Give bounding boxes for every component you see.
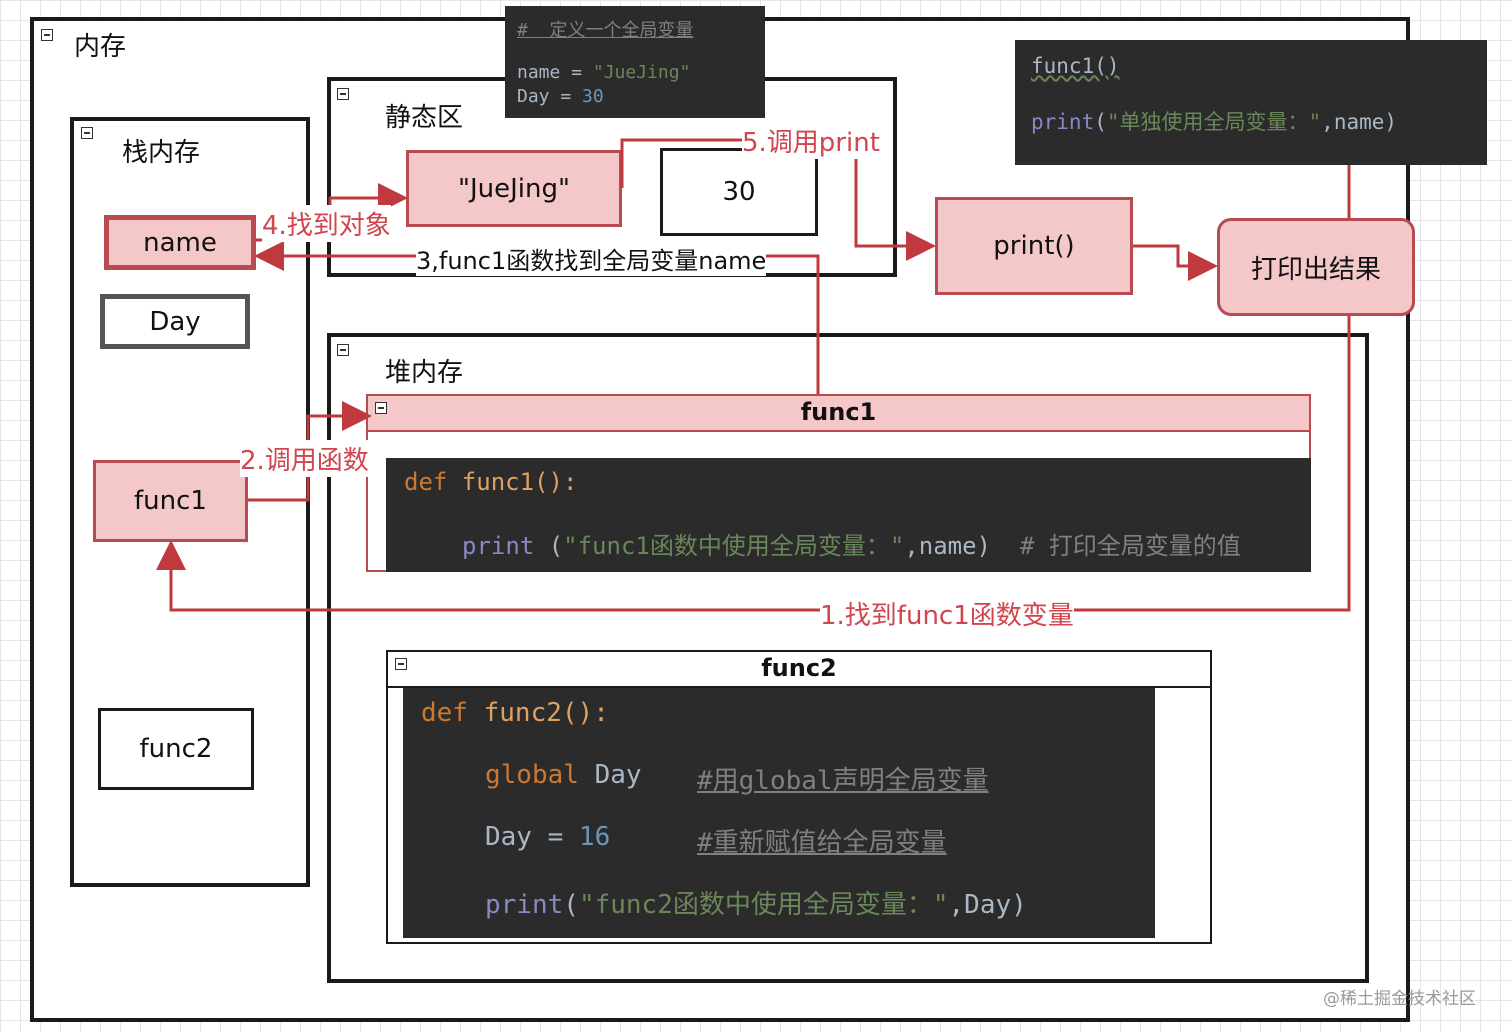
code-token: "func1函数中使用全局变量：" xyxy=(563,532,905,560)
arrow-step1 xyxy=(156,316,1351,612)
code-token: func1(): xyxy=(447,468,578,496)
code-line: print("func2函数中使用全局变量：",Day) xyxy=(485,884,1027,921)
code-token: print xyxy=(1031,110,1095,134)
stack-item-func2[interactable]: func2 xyxy=(98,708,254,790)
heap-title: 堆内存 xyxy=(385,358,464,388)
stack-item-func1[interactable]: func1 xyxy=(93,460,248,542)
code-comment: #重新赋值给全局变量 xyxy=(697,828,947,858)
code-token: Day xyxy=(517,86,550,107)
stack-title: 栈内存 xyxy=(122,138,201,168)
code-token: ( xyxy=(534,532,564,560)
code-token: print xyxy=(485,890,564,920)
stack-item-name[interactable]: name xyxy=(104,215,256,270)
step2-label: 2.调用函数 xyxy=(240,440,369,477)
step1-label: 1.找到func1函数变量 xyxy=(820,595,1074,632)
code-token: # 打印全局变量的值 xyxy=(991,532,1241,560)
func1-heap-title: func1 xyxy=(800,398,877,426)
collapse-icon[interactable] xyxy=(337,344,349,356)
code-line: print("单独使用全局变量：",name) xyxy=(1031,106,1397,136)
code-token: 30 xyxy=(582,86,604,107)
code-token: ( xyxy=(1094,110,1107,134)
collapse-icon[interactable] xyxy=(81,127,93,139)
func2-heap-title: func2 xyxy=(761,654,837,682)
code-line: name = "JueJing" xyxy=(517,62,690,83)
memory-title: 内存 xyxy=(74,32,127,62)
global-definition-code: # 定义一个全局变量 name = "JueJing" Day = 30 xyxy=(505,6,765,118)
collapse-icon[interactable] xyxy=(395,658,407,670)
code-line: print ("func1函数中使用全局变量：",name) # 打印全局变量的… xyxy=(462,526,1241,561)
static-value-thirty[interactable]: 30 xyxy=(660,148,818,236)
code-token: = xyxy=(531,822,579,852)
func2-heap-header xyxy=(386,650,1212,688)
stack-item-day[interactable]: Day xyxy=(100,294,250,349)
print-node[interactable]: print() xyxy=(935,197,1133,295)
code-token: = xyxy=(560,62,593,83)
func1-heap-header xyxy=(366,394,1311,432)
watermark: @稀土掘金技术社区 xyxy=(1323,989,1476,1009)
code-token: def xyxy=(421,698,468,728)
code-token: Day xyxy=(485,822,532,852)
code-token: global xyxy=(485,760,579,790)
code-comment: #用global声明全局变量 xyxy=(697,766,989,796)
code-token: 16 xyxy=(578,822,611,852)
arrow-step3 xyxy=(254,241,820,394)
code-line: global Day xyxy=(485,760,642,790)
code-token: ( xyxy=(563,890,579,920)
code-token: Day xyxy=(578,760,642,790)
code-token: ,name) xyxy=(1321,110,1398,134)
static-value-juejing[interactable]: "JueJing" xyxy=(406,150,622,227)
code-token: "JueJing" xyxy=(592,62,691,83)
code-token: "单独使用全局变量：" xyxy=(1106,110,1322,134)
code-token: print xyxy=(462,532,535,560)
func1-code: def func1(): print ("func1函数中使用全局变量：",na… xyxy=(386,458,1311,572)
collapse-icon[interactable] xyxy=(337,88,349,100)
code-line: Day = 16 xyxy=(485,822,610,852)
step4-label: 4.找到对象 xyxy=(262,205,391,242)
step5-label: 5.调用print xyxy=(742,122,880,159)
code-token: = xyxy=(549,86,583,107)
code-token: name xyxy=(517,62,561,83)
arrow-print-result xyxy=(1133,244,1218,281)
code-line: func1() xyxy=(1031,54,1120,78)
func2-code: def func2(): global Day #用global声明全局变量 D… xyxy=(403,688,1155,938)
call-code: func1() print("单独使用全局变量：",name) xyxy=(1015,40,1487,165)
code-token: ,Day) xyxy=(948,890,1027,920)
code-token: "func2函数中使用全局变量：" xyxy=(578,890,949,920)
code-token: ,name) xyxy=(904,532,992,560)
code-token: func2(): xyxy=(467,698,609,728)
result-node[interactable]: 打印出结果 xyxy=(1217,218,1415,316)
code-line: def func2(): xyxy=(421,698,609,728)
code-line: Day = 30 xyxy=(517,86,604,107)
code-comment: # 定义一个全局变量 xyxy=(517,20,694,41)
code-token: def xyxy=(404,468,448,496)
collapse-icon[interactable] xyxy=(41,29,53,41)
collapse-icon[interactable] xyxy=(375,402,387,414)
static-title: 静态区 xyxy=(385,103,464,133)
code-line: def func1(): xyxy=(404,468,577,496)
step3-label: 3,func1函数找到全局变量name xyxy=(416,241,767,276)
